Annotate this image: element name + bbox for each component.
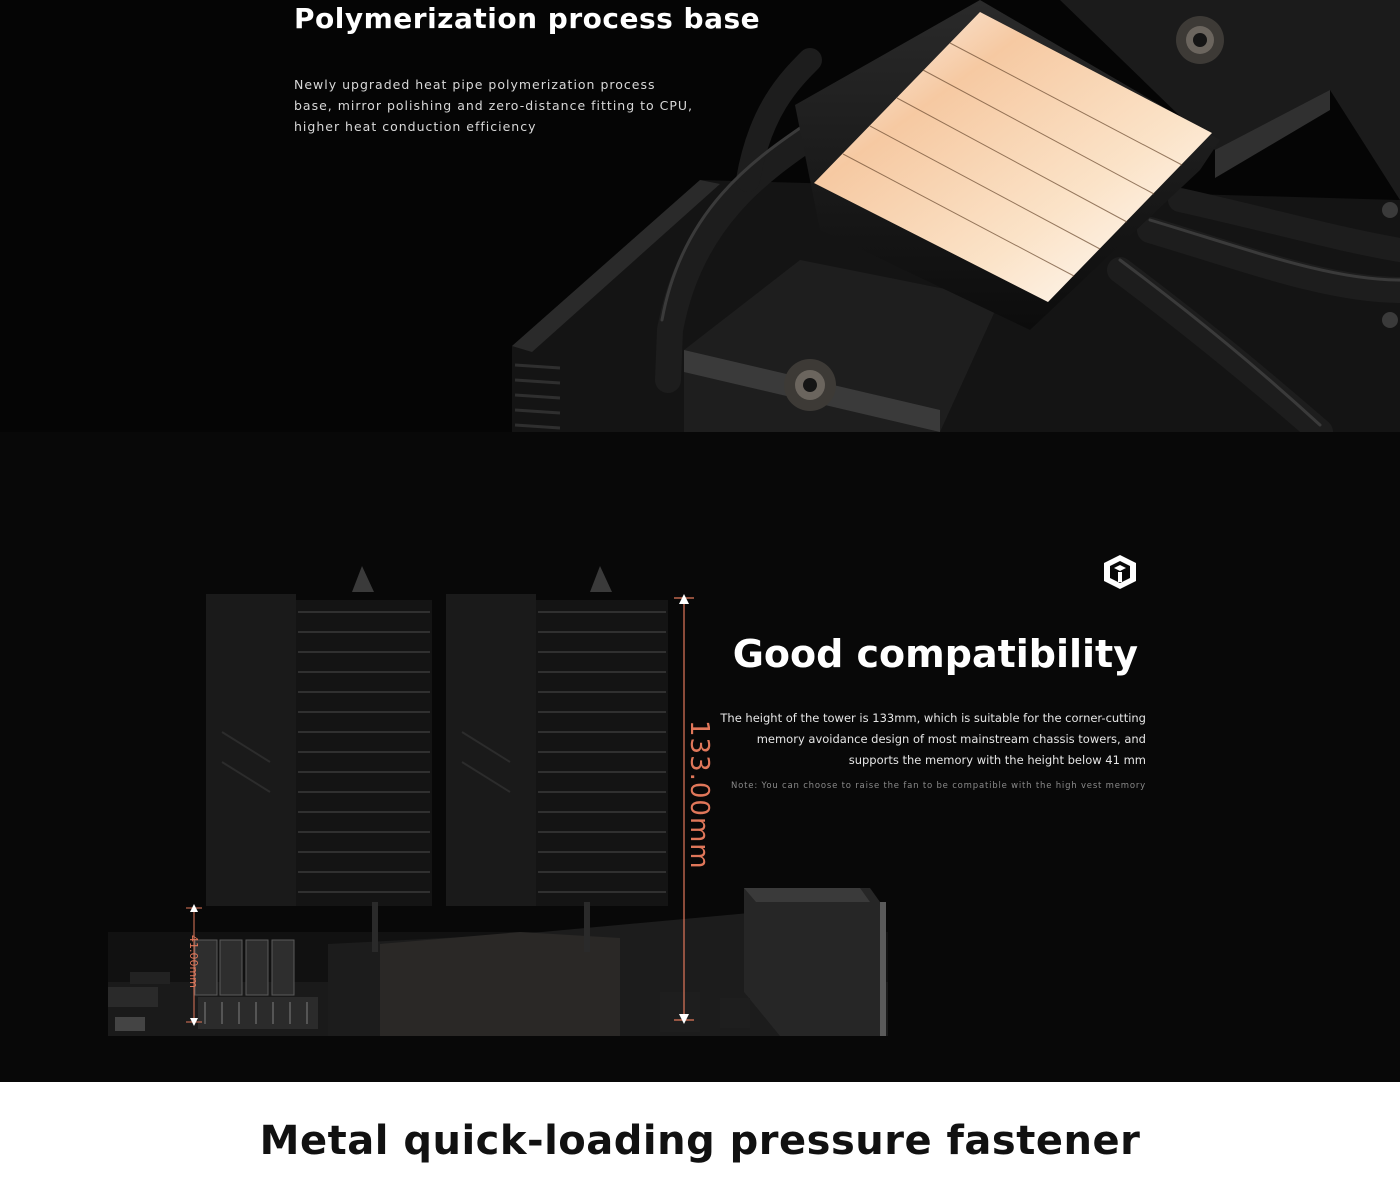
mounting-screw: [784, 359, 836, 411]
tower-height-label: 133.00mm: [684, 720, 714, 870]
heatpipe-base-section: Polymerization process base Newly upgrad…: [0, 0, 1400, 432]
fastener-section: Metal quick-loading pressure fastener: [0, 1082, 1400, 1191]
base-section-description: Newly upgraded heat pipe polymerization …: [294, 77, 694, 134]
mounting-screw: [1176, 16, 1224, 64]
heatsink-tower-left: [206, 566, 432, 952]
cube-logo-icon: [1104, 555, 1136, 589]
cooler-on-motherboard-render: [108, 566, 888, 1036]
memory-height-label: 41.00mm: [187, 935, 200, 988]
fastener-section-title: Metal quick-loading pressure fastener: [259, 1118, 1141, 1164]
compat-section-title: Good compatibility: [732, 632, 1138, 676]
compat-section-description: The height of the tower is 133mm, which …: [720, 711, 1146, 767]
heatpipe-base-render: [512, 0, 1400, 432]
heatsink-tower-right: [446, 566, 668, 952]
compatibility-section: Good compatibility The height of the tow…: [0, 432, 1400, 1082]
compat-section-note: Note: You can choose to raise the fan to…: [731, 781, 1146, 791]
base-section-title: Polymerization process base: [294, 2, 761, 35]
